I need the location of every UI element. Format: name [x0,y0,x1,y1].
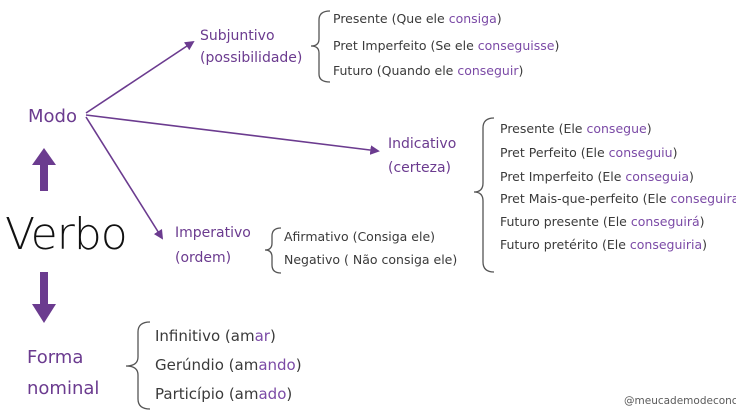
indicativo-item: Futuro pretérito (Ele conseguiria) [500,237,708,252]
indicativo-subtitle: (certeza) [388,160,452,176]
imperativo-title: Imperativo [175,225,251,241]
forma-nominal-item: Infinitivo (amar) [155,327,276,345]
forma-label-line2: nominal [27,378,100,399]
arrow-up-icon [32,148,56,191]
indicativo-title: Indicativo [388,136,457,152]
brace-subjuntivo [310,10,331,83]
indicativo-item: Pret Perfeito (Ele conseguiu) [500,145,678,160]
verbo-central-label: Verbo [5,209,128,260]
subjuntivo-title: Subjuntivo [200,28,275,44]
indicativo-item: Pret Mais-que-perfeito (Ele conseguira) [500,191,736,206]
subjuntivo-subtitle: (possibilidade) [200,50,303,66]
modo-label: Modo [28,106,77,127]
indicativo-item: Pret Imperfeito (Ele conseguia) [500,169,694,184]
brace-imperativo [264,227,282,274]
watermark-handle: @meucademodeconcurso [624,395,736,407]
arrow-down-icon [32,272,56,323]
forma-label-line1: Forma [27,347,84,368]
subjuntivo-item: Pret Imperfeito (Se ele conseguisse) [333,38,560,53]
arrow-to-subjuntivo [85,40,195,114]
subjuntivo-item: Presente (Que ele consiga) [333,11,502,26]
indicativo-item: Futuro presente (Ele conseguirá) [500,214,705,229]
arrow-to-imperativo [85,116,164,240]
brace-formas [125,321,151,410]
indicativo-item: Presente (Ele consegue) [500,121,652,136]
arrow-to-indicativo [85,114,380,155]
forma-nominal-item: Particípio (amado) [155,385,293,403]
imperativo-item: Negativo ( Não consiga ele) [284,252,458,267]
subjuntivo-item: Futuro (Quando ele conseguir) [333,63,524,78]
forma-nominal-item: Gerúndio (amando) [155,356,302,374]
imperativo-subtitle: (ordem) [175,250,232,266]
brace-indicativo [473,117,495,273]
imperativo-item: Afirmativo (Consiga ele) [284,229,436,244]
